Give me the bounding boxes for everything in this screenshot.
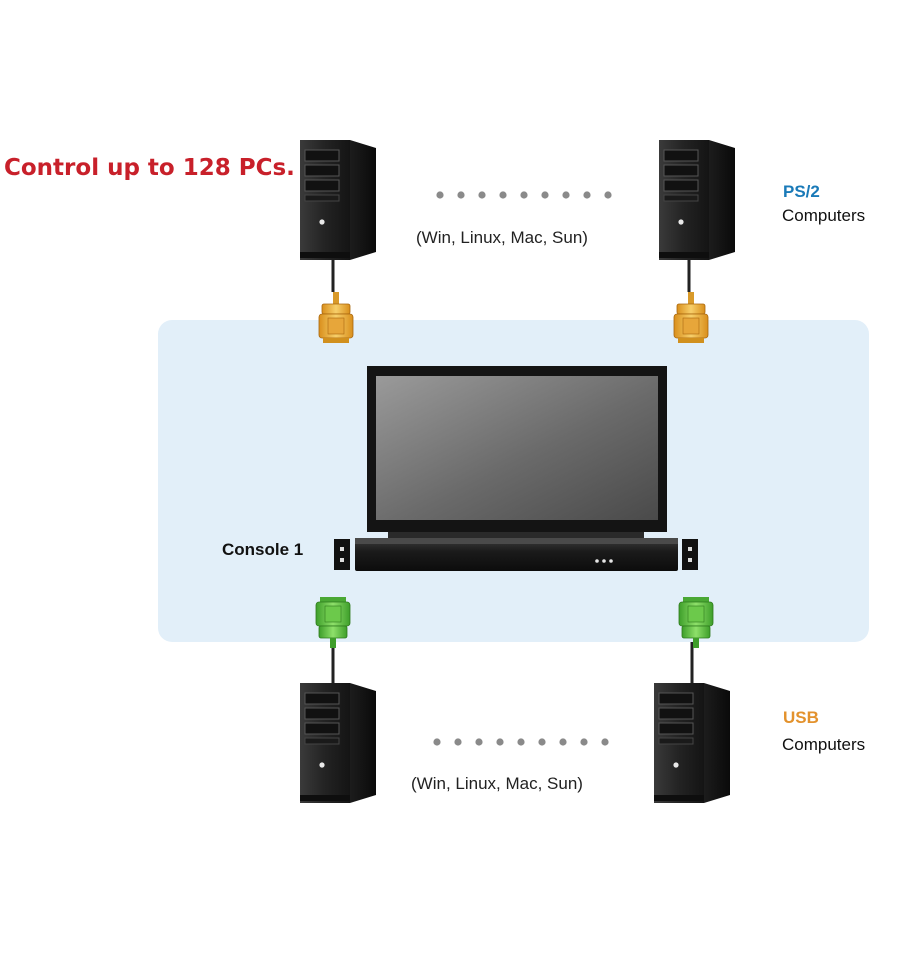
lcd-monitor-icon <box>367 366 667 538</box>
dots-ellipsis-icon <box>433 738 609 746</box>
ps2-type-label: PS/2 <box>783 182 820 201</box>
desktop-tower-icon <box>658 139 736 261</box>
kvm-switch-icon <box>334 538 698 571</box>
bottom-os-note: (Win, Linux, Mac, Sun) <box>411 774 583 793</box>
usb-type-label: USB <box>783 708 819 727</box>
top-os-note: (Win, Linux, Mac, Sun) <box>416 228 588 247</box>
desktop-tower-icon <box>653 682 731 804</box>
usb-computers-label: Computers <box>782 735 866 754</box>
desktop-tower-icon <box>299 139 377 261</box>
vga-connector-icon <box>318 291 354 344</box>
console-label: Console 1 <box>222 540 304 559</box>
headline: Control up to 128 PCs. <box>4 155 295 181</box>
vga-connector-icon <box>673 291 709 344</box>
ps2-computers-label: Computers <box>782 206 866 225</box>
dots-ellipsis-icon <box>436 191 612 199</box>
desktop-tower-icon <box>299 682 377 804</box>
